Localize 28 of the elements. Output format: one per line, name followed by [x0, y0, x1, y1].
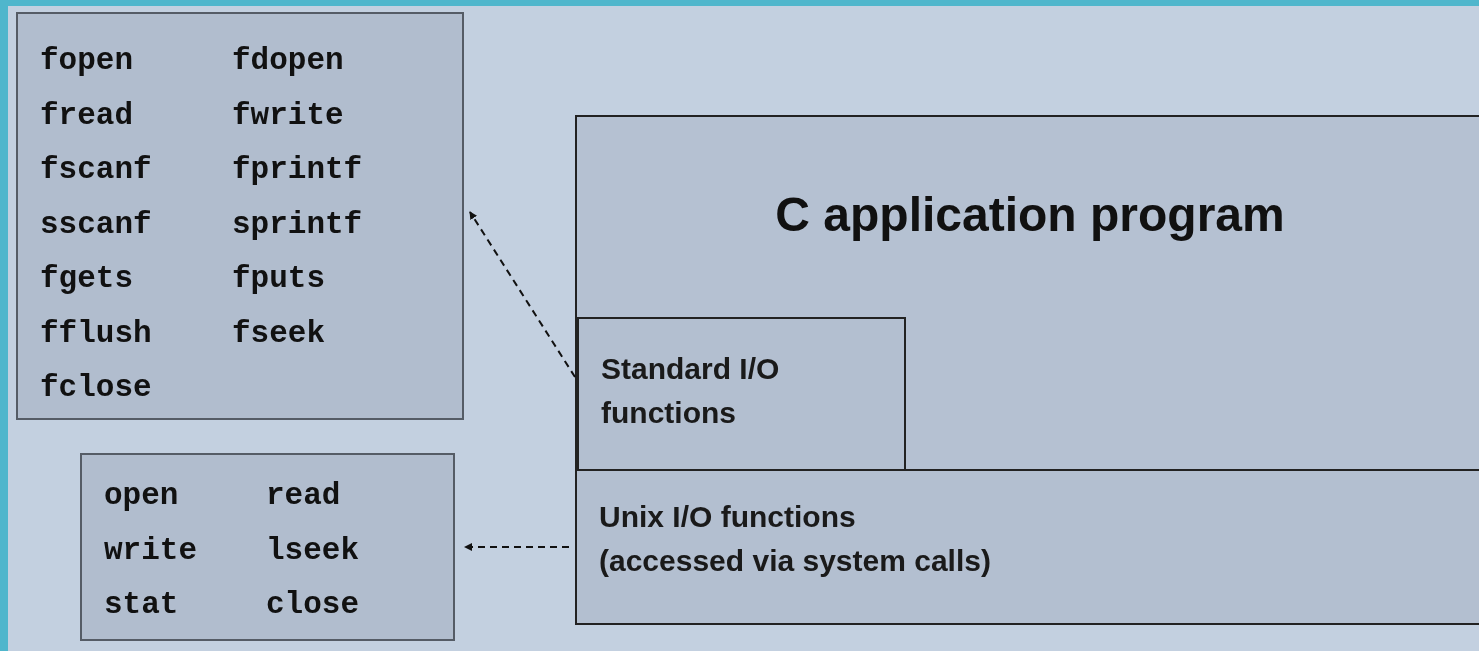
function-name: fread [40, 96, 134, 135]
function-name: fgets [40, 260, 134, 298]
function-name: sprintf [232, 205, 364, 244]
function-list-box [80, 453, 455, 641]
layer-label: Standard I/O functions [600, 351, 781, 431]
layer-box [575, 115, 1479, 471]
function-name: lseek [266, 531, 360, 570]
function-name: sscanf [40, 205, 153, 244]
function-name: fputs [232, 260, 326, 298]
function-name: read [266, 477, 342, 515]
layer-label: Unix I/O functions (accessed via system calls) [598, 499, 992, 579]
layer-box [575, 469, 1479, 625]
function-name: fclose [40, 369, 153, 407]
dashed-arrow [464, 543, 570, 551]
dashed-arrow [469, 211, 576, 378]
layer-title: C application program [774, 187, 1286, 242]
function-list-box [16, 12, 464, 420]
function-name: stat [104, 586, 180, 624]
function-name: close [266, 586, 360, 624]
function-name: fflush [40, 314, 153, 353]
function-name: fseek [232, 314, 326, 353]
function-name: fdopen [232, 42, 345, 80]
function-name: fprintf [232, 151, 364, 189]
function-name: fopen [40, 42, 134, 80]
function-name: fwrite [232, 96, 345, 135]
function-name: fscanf [40, 151, 153, 189]
function-name: open [104, 477, 180, 515]
function-name: write [104, 531, 198, 570]
